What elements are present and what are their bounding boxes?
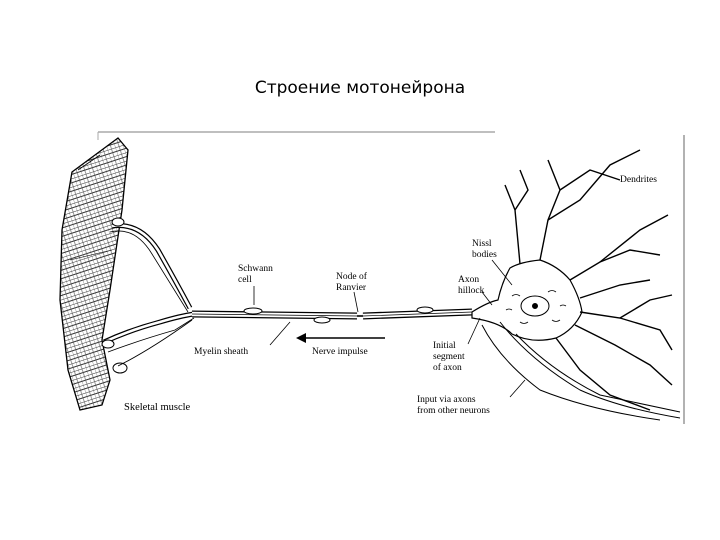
label-myelin: Myelin sheath [194, 347, 248, 357]
input-axons [481, 321, 681, 421]
label-nerve-impulse: Nerve impulse [312, 347, 368, 357]
label-node-1: Node of [336, 271, 368, 282]
axon-terminal-branches [101, 217, 195, 374]
label-nissl-1: Nissl [472, 239, 492, 249]
label-input-2: from other neurons [417, 405, 490, 416]
label-schwann-2: cell [238, 275, 252, 285]
label-axon-hillock-2: hillock [458, 286, 485, 296]
nerve-impulse-arrow [296, 333, 385, 343]
label-axon-hillock-1: Axon [458, 275, 479, 285]
label-node-2: Ranvier [336, 283, 367, 293]
label-input-1: Input via axons [417, 395, 476, 405]
slide-title: Строение мотонейрона [254, 78, 466, 98]
label-initial-1: Initial [433, 341, 456, 351]
label-initial-3: of axon [433, 362, 462, 373]
myelinated-axon [191, 306, 473, 324]
label-dendrites: Dendrites [620, 175, 657, 185]
label-pointers [253, 259, 526, 398]
dendrites [504, 149, 673, 411]
label-initial-2: segment [433, 352, 465, 362]
skeletal-muscle [59, 137, 129, 411]
figure-frame [97, 131, 685, 424]
label-schwann-1: Schwann [238, 264, 273, 274]
label-skeletal-muscle: Skeletal muscle [124, 402, 191, 413]
label-nissl-2: bodies [472, 250, 497, 260]
